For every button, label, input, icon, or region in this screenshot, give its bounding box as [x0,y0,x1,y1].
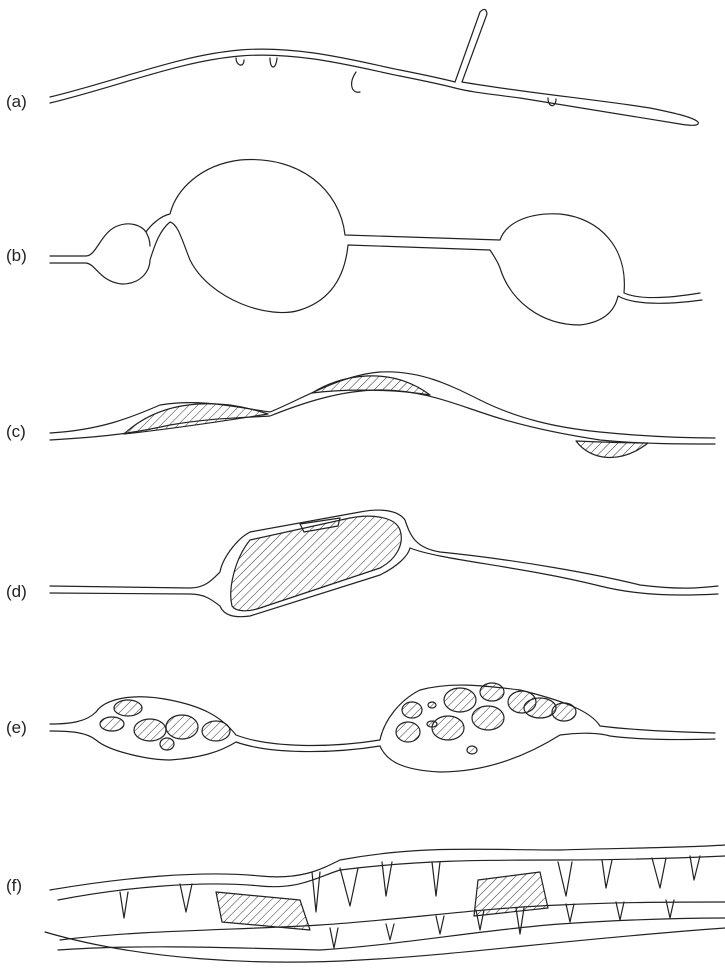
panel-d-fiber-inclusion [50,510,718,617]
panel-b-fiber-swollen [50,160,702,325]
panel-e-fiber-clusters [50,683,715,772]
panel-f-tube-septa [45,845,725,962]
panel-a-fiber [50,9,698,125]
panel-c-fiber-deposits [50,372,715,458]
